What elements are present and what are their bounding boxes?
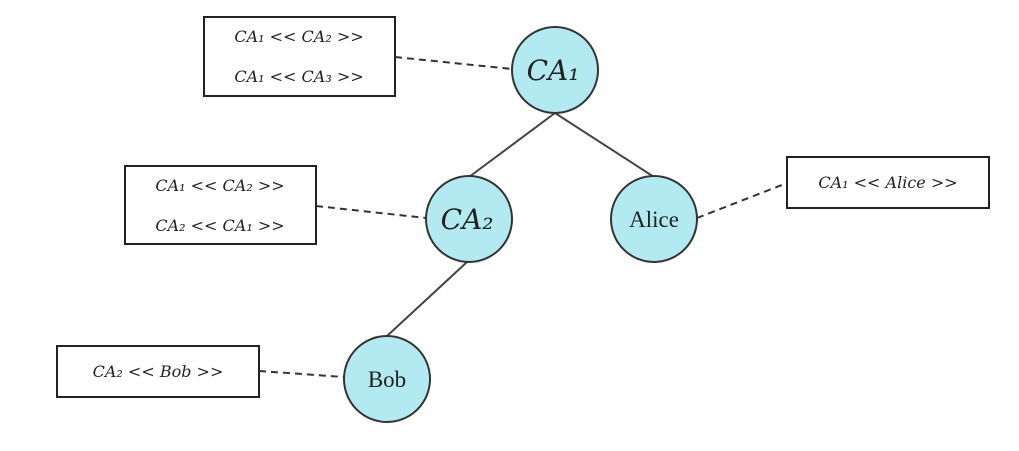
cert-entry: CA₂ << CA₁ >> — [155, 216, 284, 235]
node-ca2: CA₂ — [425, 175, 513, 263]
node-bob: Bob — [343, 335, 431, 423]
node-label: Bob — [368, 367, 406, 392]
edge-ca1-alice — [554, 112, 655, 178]
cert-entry: CA₁ << Alice >> — [818, 173, 957, 192]
cert-box-bob: CA₂ << Bob >> — [56, 345, 260, 398]
cert-entry: CA₁ << CA₂ >> — [234, 27, 363, 46]
cert-box-alice: CA₁ << Alice >> — [786, 156, 990, 209]
connector-ca2-certs — [315, 205, 427, 219]
connector-bob-certs — [258, 370, 345, 378]
connector-alice-certs — [696, 182, 788, 219]
cert-box-ca2: CA₁ << CA₂ >> CA₂ << CA₁ >> — [124, 165, 317, 245]
cert-entry: CA₁ << CA₂ >> — [155, 176, 284, 195]
cert-box-ca1: CA₁ << CA₂ >> CA₁ << CA₃ >> — [203, 16, 396, 97]
cert-entry: CA₂ << Bob >> — [93, 362, 224, 381]
node-ca1: CA₁ — [511, 26, 599, 114]
node-alice: Alice — [610, 175, 698, 263]
node-label: CA₂ — [441, 203, 494, 236]
edge-ca1-ca2 — [468, 112, 556, 178]
cert-entry: CA₁ << CA₃ >> — [234, 67, 363, 86]
edge-ca2-bob — [386, 261, 468, 337]
connector-ca1-certs — [394, 56, 513, 70]
node-label: CA₁ — [527, 54, 580, 87]
node-label: Alice — [629, 207, 679, 232]
